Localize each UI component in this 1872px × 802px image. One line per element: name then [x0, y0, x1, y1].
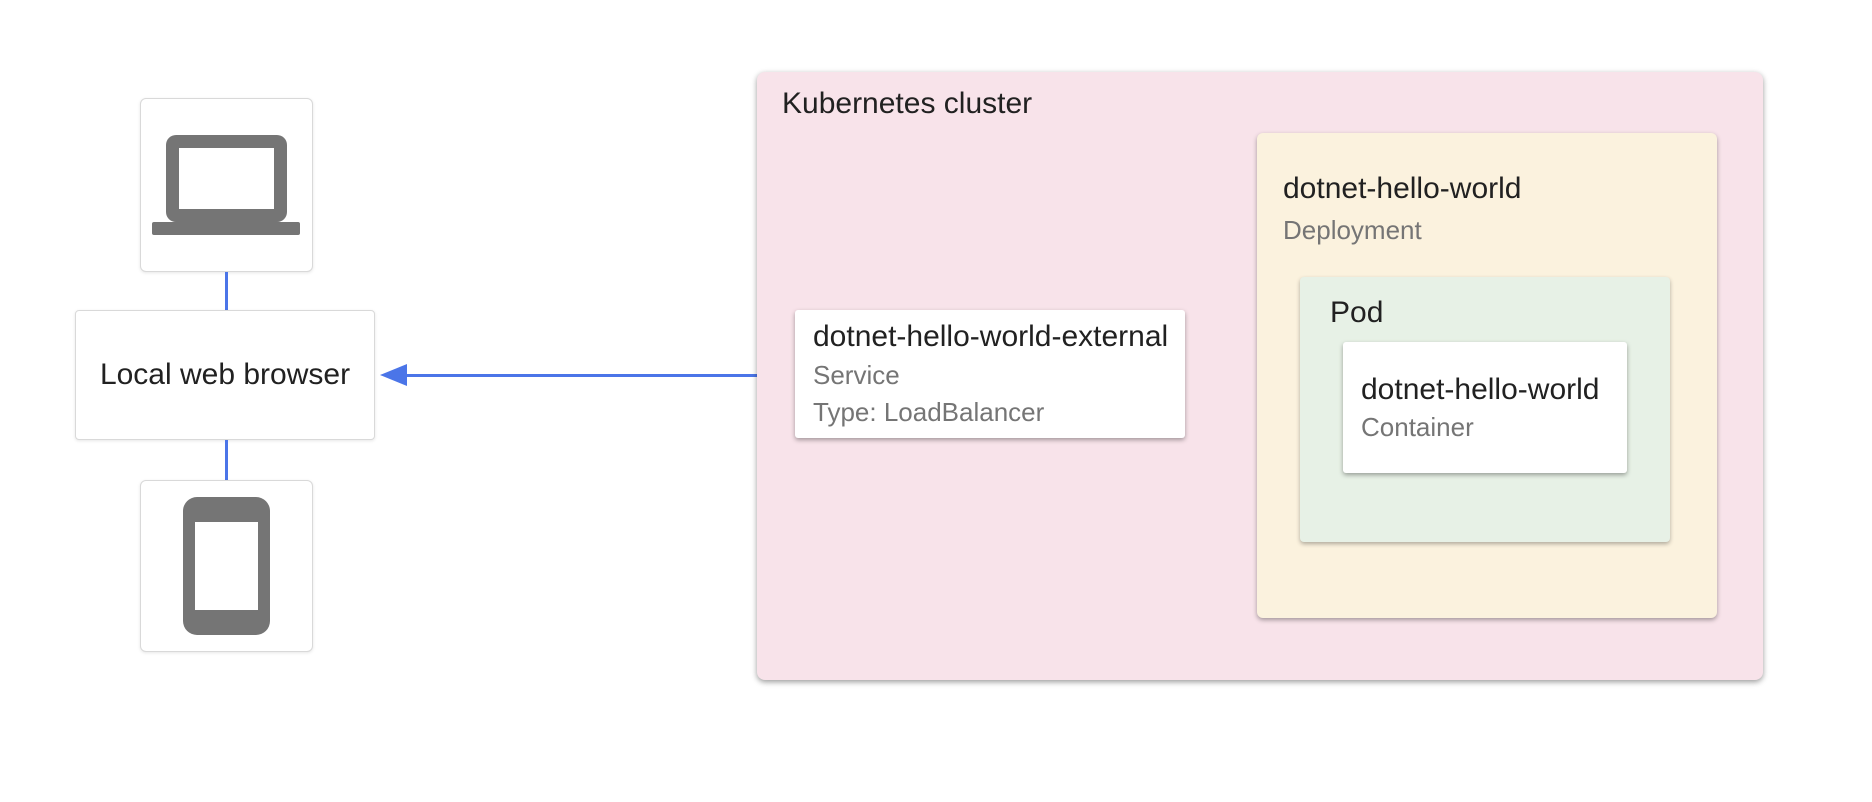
pod-label: Pod	[1330, 296, 1384, 329]
arrow-line	[402, 374, 769, 377]
laptop-base-shape	[152, 222, 300, 235]
browser-label: Local web browser	[99, 358, 351, 391]
smartphone-icon	[183, 497, 270, 635]
container-node: dotnet-hello-world Container	[1343, 342, 1627, 473]
connector-browser-phone	[225, 440, 228, 480]
pod-zone: Pod dotnet-hello-world Container	[1300, 277, 1670, 542]
connector-laptop-browser	[225, 272, 228, 310]
laptop-screen-shape	[166, 135, 287, 222]
container-kind: Container	[1361, 411, 1474, 442]
deployment-zone: dotnet-hello-world Deployment Pod dotnet…	[1257, 133, 1717, 618]
deployment-title: dotnet-hello-world	[1283, 172, 1522, 205]
laptop-card	[140, 98, 313, 272]
service-title: dotnet-hello-world-external	[813, 320, 1169, 353]
deployment-kind: Deployment	[1283, 215, 1422, 245]
container-title: dotnet-hello-world	[1361, 372, 1600, 406]
cluster-label: Kubernetes cluster	[782, 87, 1033, 120]
local-web-browser-node: Local web browser	[75, 310, 375, 440]
service-kind: Service	[813, 360, 900, 390]
smartphone-card	[140, 480, 313, 652]
kubernetes-cluster-zone: Kubernetes cluster dotnet-hello-world-ex…	[757, 72, 1763, 680]
arrowhead-left-icon	[380, 364, 407, 386]
service-node: dotnet-hello-world-external Service Type…	[795, 310, 1185, 438]
service-type: Type: LoadBalancer	[813, 397, 1045, 427]
